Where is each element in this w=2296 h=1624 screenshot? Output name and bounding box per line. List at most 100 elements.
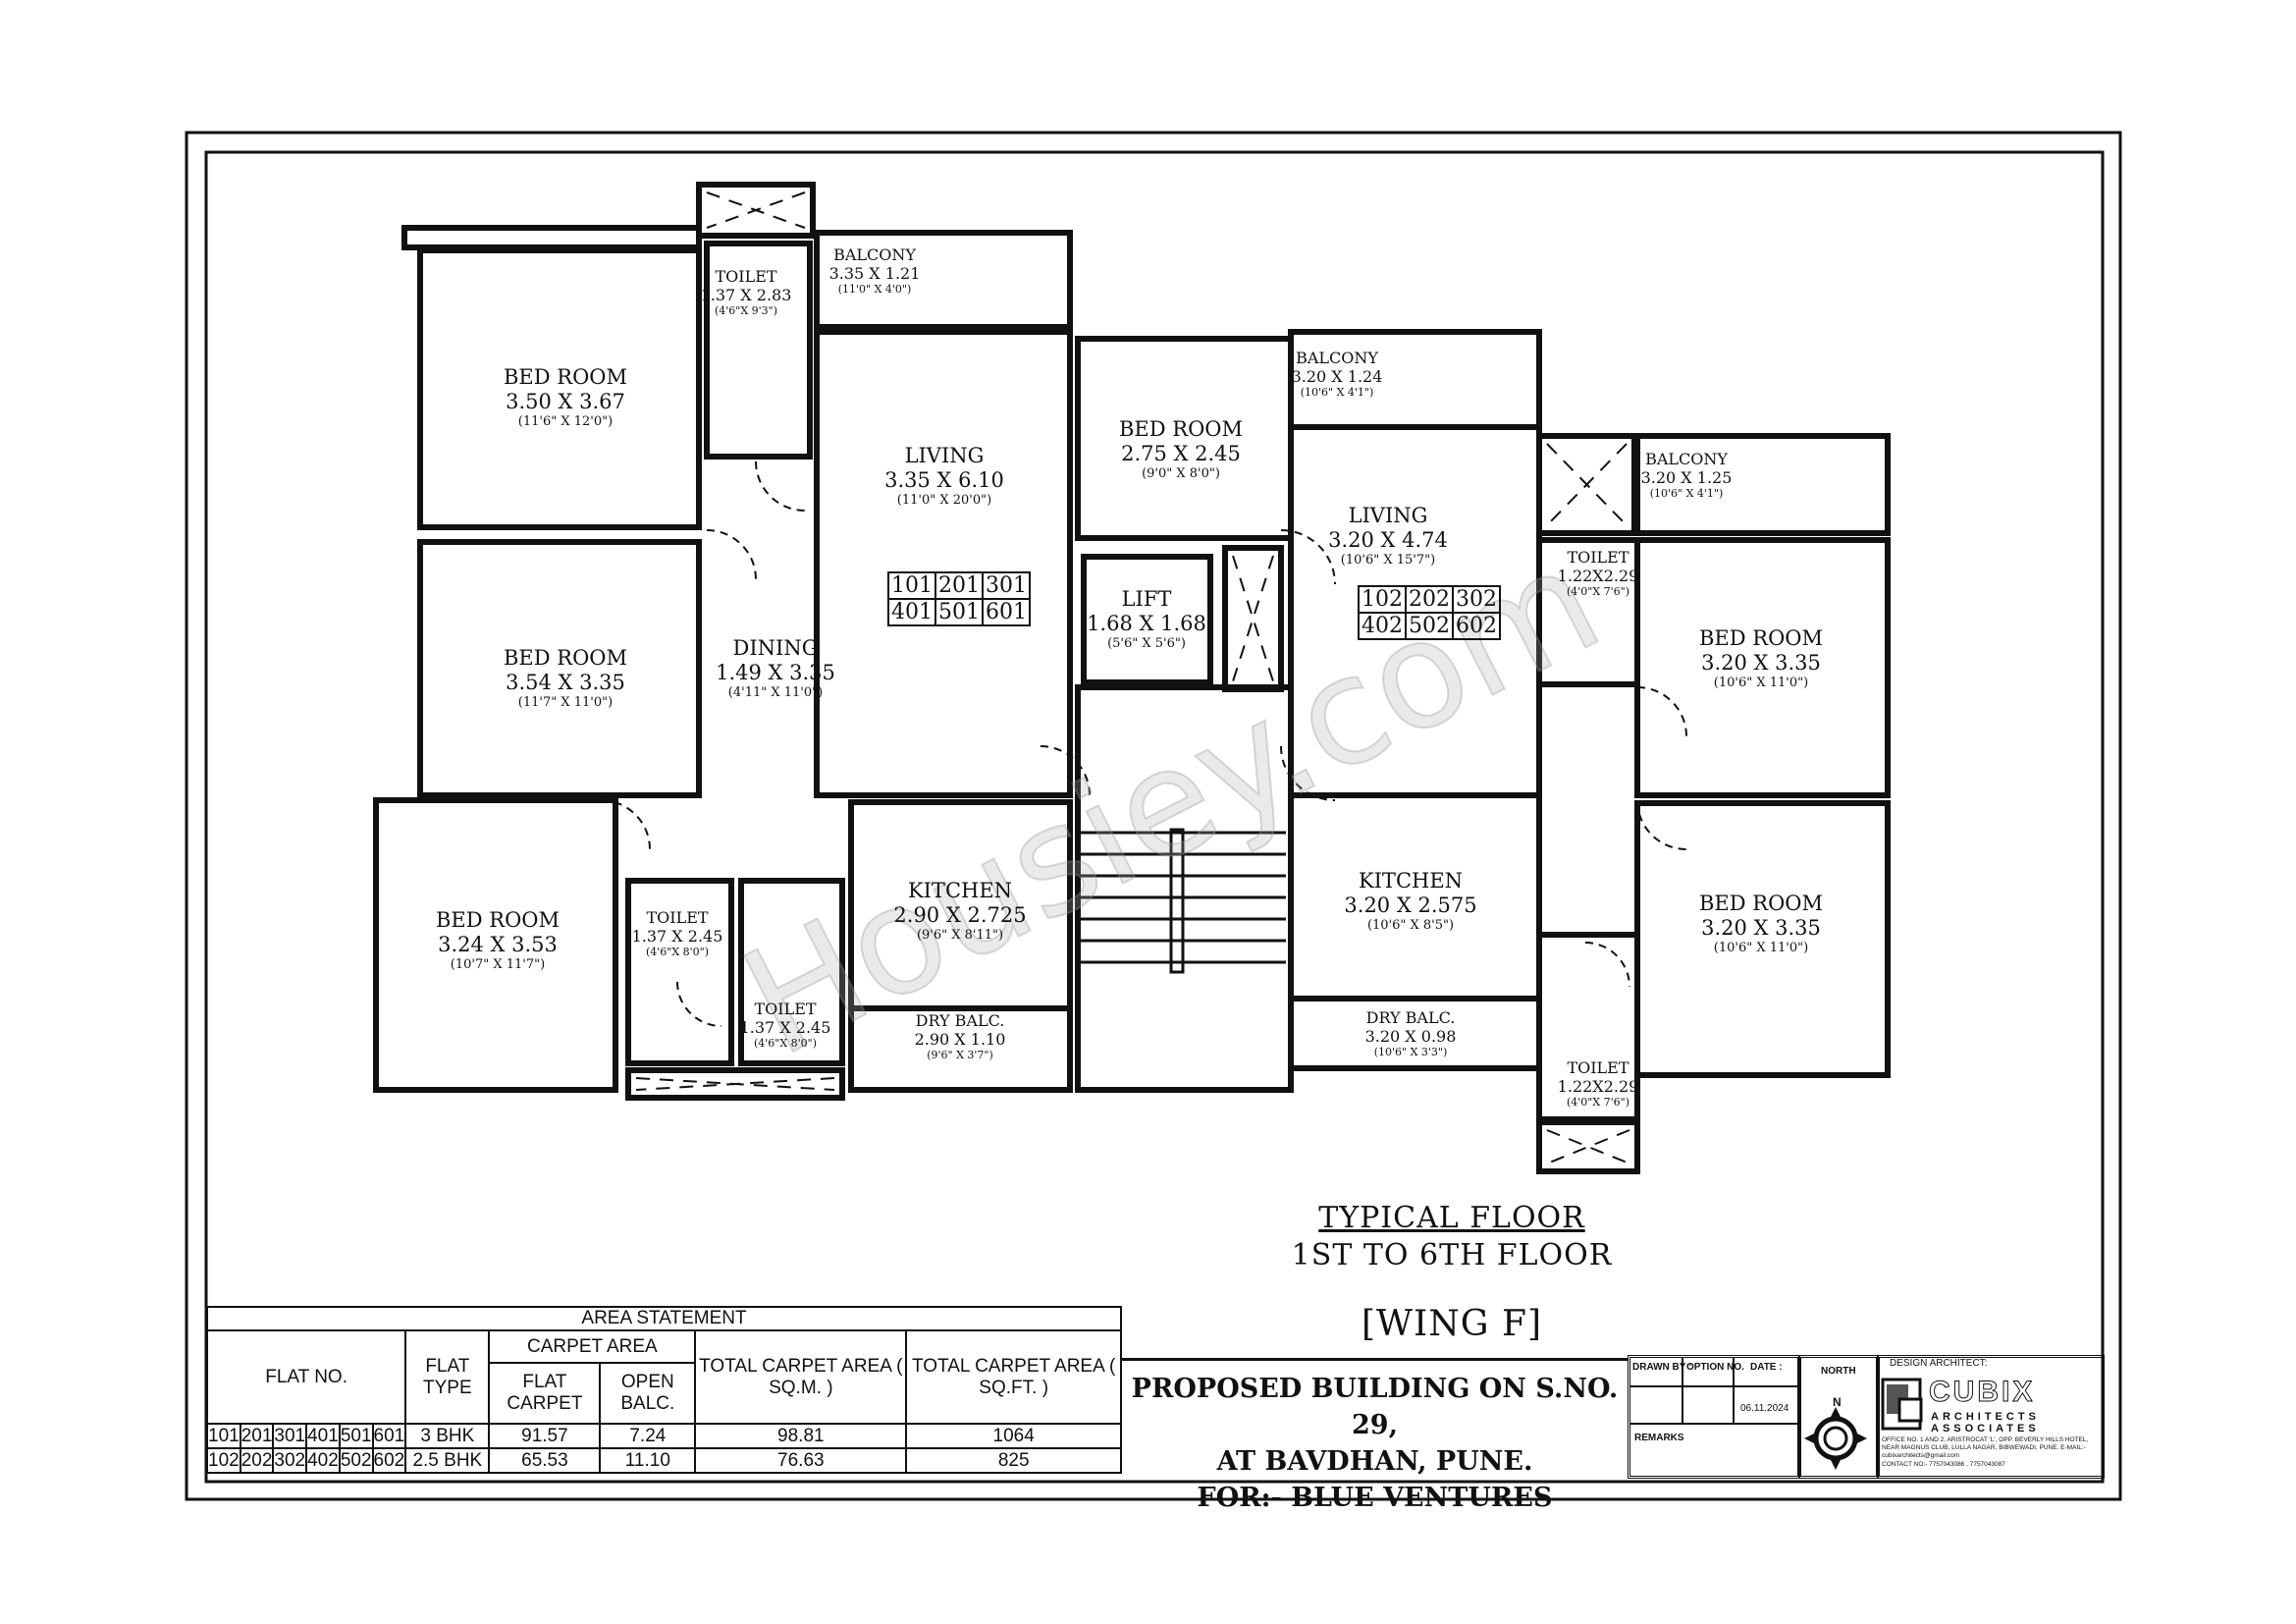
outer-border [185, 131, 2122, 1501]
room-dim: 3.20 X 0.98 [1364, 1027, 1457, 1047]
header-total-sqm: TOTAL CARPET AREA ( SQ.M. ) [694, 1329, 908, 1425]
architect-block: DESIGN ARCHITECT: CUBIX ARCHITECTS ASSOC… [1877, 1355, 2105, 1479]
shaft-cross [1232, 555, 1274, 682]
room-ft: (10'6" X 4'1") [1649, 487, 1724, 501]
header-flat-no: FLAT NO. [205, 1329, 407, 1425]
table-cell: 602 [371, 1447, 407, 1474]
room-name: BED ROOM [1118, 417, 1244, 441]
project-line-3: FOR:- BLUE VENTURES [1197, 1483, 1553, 1513]
room-ft: (10'6" X 11'0") [1713, 941, 1809, 956]
walls [373, 182, 1891, 1174]
room-name: KITCHEN [1358, 869, 1464, 893]
firm-sub-1: ARCHITECTS [1931, 1411, 2040, 1423]
wall [401, 225, 702, 250]
table-cell: 1064 [905, 1423, 1122, 1449]
drawing-title: TYPICAL FLOOR 1ST TO 6TH FLOOR [1292, 1200, 1613, 1274]
room-ft: (5'6" X 5'6") [1107, 636, 1186, 652]
wall [848, 1005, 1073, 1093]
table-cell: 401 [305, 1423, 341, 1449]
room-name: TOILET [1567, 1058, 1629, 1077]
option-no-label: OPTION NO. [1686, 1362, 1744, 1373]
room-ft: (9'0" X 8'0") [1142, 466, 1220, 482]
wall [1081, 554, 1213, 685]
wall [704, 241, 813, 460]
room-ft: (11'0" X 4'0") [837, 283, 912, 297]
room-name: BED ROOM [435, 908, 561, 932]
project-line-1: PROPOSED BUILDING ON S.NO. 29, [1131, 1374, 1619, 1440]
room-name: BALCONY [833, 245, 916, 264]
wall [1075, 684, 1294, 1093]
room-dim: 2.90 X 1.10 [914, 1030, 1006, 1050]
room-ft: (4'11" X 11'0") [727, 685, 824, 701]
shafts [635, 191, 1630, 1164]
room-dim: 3.20 X 1.24 [1291, 367, 1383, 387]
table-cell: 65.53 [488, 1447, 602, 1474]
room-name: BALCONY [1296, 349, 1378, 367]
north-block: NORTH N [1798, 1355, 1879, 1479]
header-flat-type: FLAT TYPE [404, 1329, 491, 1425]
room-ft: (10'6" X 8'5") [1366, 918, 1455, 934]
room-ft: (10'6" X 4'1") [1300, 386, 1374, 400]
table-cell: 101 [206, 1423, 241, 1449]
firm-address: OFFICE NO. 1 AND 2, ARISTROCAT 'L', OPP.… [1882, 1436, 2089, 1459]
wall [625, 1067, 845, 1101]
wall [1634, 433, 1891, 536]
header-open-balc: OPEN BALC. [599, 1362, 697, 1425]
cubix-logo-icon [1881, 1378, 1923, 1431]
room-name: LIFT [1121, 587, 1172, 611]
table-cell: 501 [338, 1423, 374, 1449]
firm-name: CUBIX [1928, 1376, 2036, 1409]
wall [814, 329, 1073, 798]
table-cell: 98.81 [694, 1423, 908, 1449]
project-line-2: AT BAVDHAN, PUNE. [1216, 1446, 1533, 1477]
table-cell: 101 [887, 571, 936, 600]
door-swing [600, 799, 651, 850]
stair-handrail [1169, 828, 1185, 974]
table-cell: 402 [305, 1447, 341, 1474]
room-dim: 3.20 X 3.35 [1701, 651, 1821, 676]
wall [1634, 537, 1891, 798]
room-name: TOILET [1567, 548, 1629, 567]
header-flat-carpet: FLAT CARPET [488, 1362, 602, 1425]
table-cell: 602 [1452, 612, 1501, 640]
room-dim: 1.22X2.29 [1557, 1077, 1639, 1097]
staircase [1080, 828, 1286, 974]
room-name: TOILET [715, 267, 777, 286]
room-ft: (4'6"X 8'0") [645, 946, 710, 959]
table-cell: 3 BHK [404, 1423, 491, 1449]
room-dim: 1.22X2.29 [1557, 567, 1639, 586]
room-ft: (4'6"X 8'0") [753, 1037, 818, 1051]
room-dim: 2.75 X 2.45 [1121, 442, 1241, 466]
room-ft: (9'6" X 8'11") [916, 928, 1004, 944]
room-name: BED ROOM [1698, 892, 1824, 915]
table-cell: 302 [272, 1447, 308, 1474]
wall [814, 230, 1073, 330]
north-letter: N [1833, 1395, 1842, 1409]
room-dry-balcony-2: DRY BALC.3.20 X 0.98(10'6" X 3'3") [1365, 1008, 1457, 1059]
door-swing [1040, 745, 1091, 796]
table-cell: 2.5 BHK [404, 1447, 491, 1474]
table-cell: 401 [887, 598, 936, 626]
room-name: DINING [732, 636, 819, 660]
room-ft: (11'0" X 20'0") [896, 493, 992, 509]
shaft-cross [1546, 1129, 1630, 1164]
table-cell: 201 [934, 571, 984, 600]
room-name: LIVING [904, 444, 985, 467]
shaft-cross [706, 191, 806, 229]
room-name: BALCONY [1645, 450, 1728, 468]
room-ft: (10'6" X 11'0") [1713, 676, 1809, 691]
room-dim: 3.20 X 2.575 [1344, 893, 1477, 918]
room-dim: 2.90 X 2.725 [893, 903, 1027, 928]
table-cell: 11.10 [599, 1447, 697, 1474]
room-dim: 1.37 X 2.45 [739, 1018, 831, 1038]
firm-contact: CONTACT NO:- 7757043086 , 7757043087 [1882, 1461, 2005, 1468]
